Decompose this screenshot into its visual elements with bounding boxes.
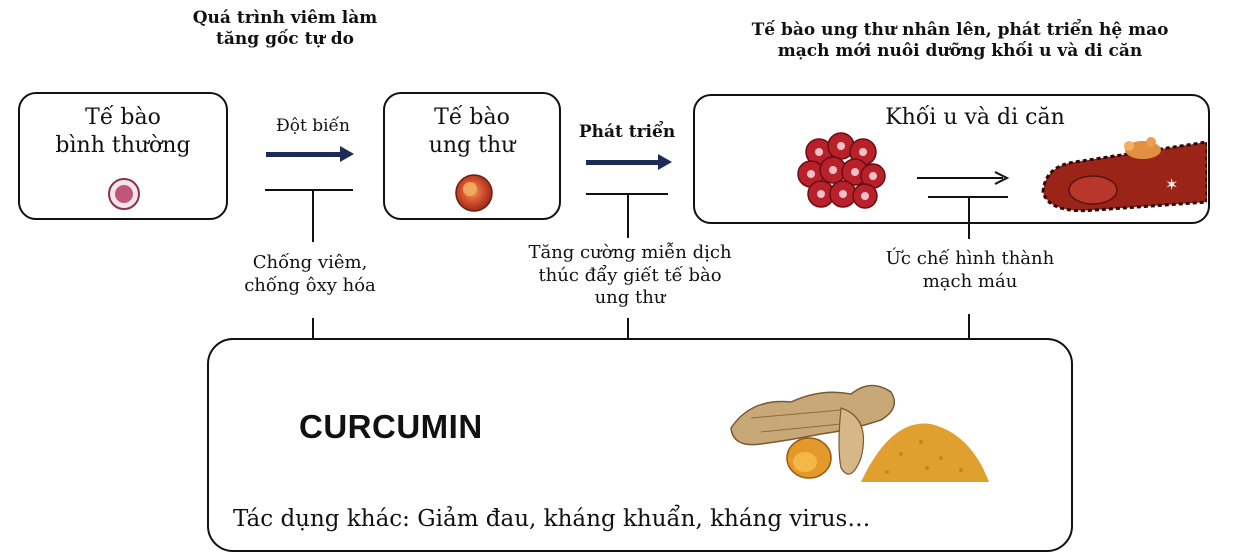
cancer-cell-label: Tế bào ung thư — [385, 104, 559, 159]
svg-text:✶: ✶ — [1165, 175, 1178, 194]
inhibitor-stem-2 — [627, 194, 629, 238]
connector-3 — [968, 314, 970, 340]
mutation-arrow-label: Đột biến — [258, 116, 368, 136]
growth-arrow-head — [658, 154, 672, 170]
inhibitor-stem-3 — [968, 197, 970, 239]
inhibitor-stem-1 — [312, 190, 314, 242]
growth-arrow-label: Phát triển — [568, 122, 686, 142]
inflammation-note-line1: Quá trình viêm làm — [160, 8, 410, 29]
connector-1 — [312, 318, 314, 340]
anti-inflammation-line1: Chống viêm, — [200, 252, 420, 275]
normal-cell-icon — [106, 176, 142, 212]
metastasis-arrow — [915, 166, 1015, 206]
normal-cell-label-line1: Tế bào — [20, 104, 226, 132]
curcumin-title: CURCUMIN — [299, 408, 483, 446]
inflammation-note: Quá trình viêm làm tăng gốc tự do — [160, 8, 410, 51]
anti-inflammation-label: Chống viêm, chống ôxy hóa — [200, 252, 420, 297]
normal-cell-label: Tế bào bình thường — [20, 104, 226, 159]
angiogenesis-label: Ức chế hình thành mạch máu — [860, 248, 1080, 293]
cancer-cell-label-line2: ung thư — [385, 132, 559, 160]
cancer-cell-icon — [453, 172, 495, 214]
proliferation-note: Tế bào ung thư nhân lên, phát triển hệ m… — [700, 20, 1220, 63]
blood-vessel-icon: ✶ — [1035, 132, 1207, 216]
growth-arrow-shaft — [586, 160, 660, 165]
tumor-label: Khối u và di căn — [855, 104, 1095, 132]
mutation-arrow-shaft — [266, 152, 342, 157]
cancer-cell-label-line1: Tế bào — [385, 104, 559, 132]
proliferation-note-line1: Tế bào ung thư nhân lên, phát triển hệ m… — [700, 20, 1220, 41]
angiogenesis-line1: Ức chế hình thành — [860, 248, 1080, 271]
tumor-cluster-icon — [795, 130, 887, 216]
mutation-arrow-head — [340, 146, 354, 162]
immune-boost-line3: ung thư — [500, 287, 760, 310]
normal-cell-box: Tế bào bình thường — [18, 92, 228, 220]
immune-boost-label: Tăng cường miễn dịch thúc đẩy giết tế bà… — [500, 242, 760, 310]
tumor-box: Khối u và di căn ✶ — [693, 94, 1210, 224]
inflammation-note-line2: tăng gốc tự do — [160, 29, 410, 50]
normal-cell-label-line2: bình thường — [20, 132, 226, 160]
turmeric-image — [721, 358, 991, 492]
other-effects-text: Tác dụng khác: Giảm đau, kháng khuẩn, kh… — [233, 506, 870, 532]
immune-boost-line1: Tăng cường miễn dịch — [500, 242, 760, 265]
cancer-cell-box: Tế bào ung thư — [383, 92, 561, 220]
curcumin-box: CURCUMIN Tác dụng khác: Giảm đau, kháng … — [207, 338, 1073, 552]
proliferation-note-line2: mạch mới nuôi dưỡng khối u và di căn — [700, 41, 1220, 62]
immune-boost-line2: thúc đẩy giết tế bào — [500, 265, 760, 288]
connector-2 — [627, 318, 629, 340]
anti-inflammation-line2: chống ôxy hóa — [200, 275, 420, 298]
angiogenesis-line2: mạch máu — [860, 271, 1080, 294]
inhibitor-bar-1 — [265, 189, 353, 191]
